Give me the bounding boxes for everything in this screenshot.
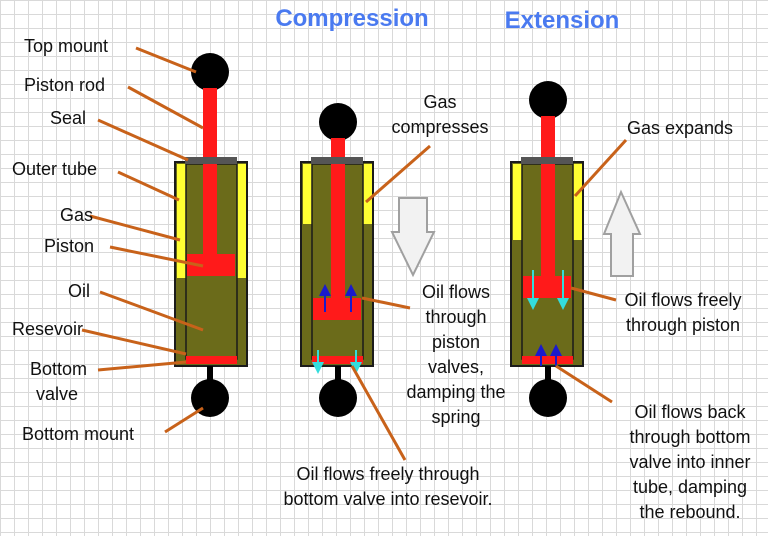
top-mount-ball-extension bbox=[529, 81, 567, 119]
note-gas-compresses-line2: compresses bbox=[391, 117, 488, 137]
note-extension-back-line1: Oil flows back bbox=[634, 402, 746, 422]
label-piston-rod: Piston rod bbox=[24, 75, 105, 95]
label-piston: Piston bbox=[44, 236, 94, 256]
piston-rod-inner-extension bbox=[541, 164, 555, 276]
extension-direction-arrow bbox=[602, 189, 642, 277]
bottom-stem-extension bbox=[545, 366, 551, 380]
note-compression-piston-line3: piston bbox=[432, 332, 480, 352]
leader-lines-neutral bbox=[81, 46, 204, 434]
bottom-mount-ball-extension bbox=[529, 379, 567, 417]
piston-extension bbox=[523, 276, 571, 298]
note-extension-back-line5: the rebound. bbox=[639, 502, 740, 522]
piston-rod bbox=[203, 88, 217, 161]
label-resevoir: Resevoir bbox=[12, 319, 83, 339]
seal bbox=[185, 157, 237, 164]
piston-compression bbox=[313, 298, 361, 320]
note-compression-piston-line4: valves, bbox=[428, 357, 484, 377]
note-extension-back-line3: valve into inner bbox=[629, 452, 750, 472]
piston-rod-inner bbox=[203, 164, 217, 254]
bottom-stem bbox=[207, 366, 213, 380]
shock-absorber-compression bbox=[300, 103, 374, 417]
label-seal: Seal bbox=[50, 108, 86, 128]
note-compression-bottom-line2: bottom valve into resevoir. bbox=[283, 489, 492, 509]
note-extension-back-line4: tube, damping bbox=[633, 477, 747, 497]
shock-absorber-extension bbox=[510, 81, 584, 417]
leader-lines-compression bbox=[350, 144, 431, 461]
bottom-stem-compression bbox=[335, 366, 341, 380]
leader-lines-extension bbox=[555, 138, 628, 404]
label-gas: Gas bbox=[60, 205, 93, 225]
bottom-valve bbox=[186, 356, 237, 364]
note-compression-bottom-line1: Oil flows freely through bbox=[296, 464, 479, 484]
note-compression-piston-line6: spring bbox=[431, 407, 480, 427]
note-compression-piston-line5: damping the bbox=[406, 382, 505, 402]
compression-direction-arrow bbox=[390, 197, 436, 278]
top-mount-ball-compression bbox=[319, 103, 357, 141]
bottom-mount-ball-compression bbox=[319, 379, 357, 417]
piston-rod-inner-compression bbox=[331, 164, 345, 298]
note-extension-piston-line1: Oil flows freely bbox=[624, 290, 741, 310]
gas-left bbox=[177, 164, 186, 278]
seal-extension bbox=[521, 157, 573, 164]
note-compression-piston-line2: through bbox=[425, 307, 486, 327]
gas-right-compression bbox=[363, 164, 372, 224]
shock-absorber-neutral bbox=[174, 53, 248, 417]
piston bbox=[187, 254, 235, 276]
bottom-mount-ball bbox=[191, 379, 229, 417]
label-bottom-valve-line1: Bottom bbox=[30, 359, 87, 379]
label-oil: Oil bbox=[68, 281, 90, 301]
label-bottom-mount: Bottom mount bbox=[22, 424, 134, 444]
piston-rod-compression bbox=[331, 138, 345, 162]
label-top-mount: Top mount bbox=[24, 36, 108, 56]
gas-right bbox=[237, 164, 246, 278]
piston-rod-extension bbox=[541, 116, 555, 162]
compression-title: Compression bbox=[275, 5, 428, 32]
note-gas-compresses-line1: Gas bbox=[423, 92, 456, 112]
label-outer-tube: Outer tube bbox=[12, 159, 97, 179]
label-bottom-valve-line2: valve bbox=[36, 384, 78, 404]
note-extension-back-line2: through bottom bbox=[629, 427, 750, 447]
bottom-valve-compression bbox=[312, 356, 363, 364]
note-extension-piston-line2: through piston bbox=[626, 315, 740, 335]
top-mount-ball bbox=[191, 53, 229, 91]
extension-title: Extension bbox=[505, 7, 620, 34]
note-gas-expands: Gas expands bbox=[627, 118, 733, 138]
gas-left-extension bbox=[513, 164, 522, 240]
note-compression-piston-line1: Oil flows bbox=[422, 282, 490, 302]
gas-right-extension bbox=[573, 164, 582, 240]
bottom-valve-extension bbox=[522, 356, 573, 364]
gas-left-compression bbox=[303, 164, 312, 224]
seal-compression bbox=[311, 157, 363, 164]
